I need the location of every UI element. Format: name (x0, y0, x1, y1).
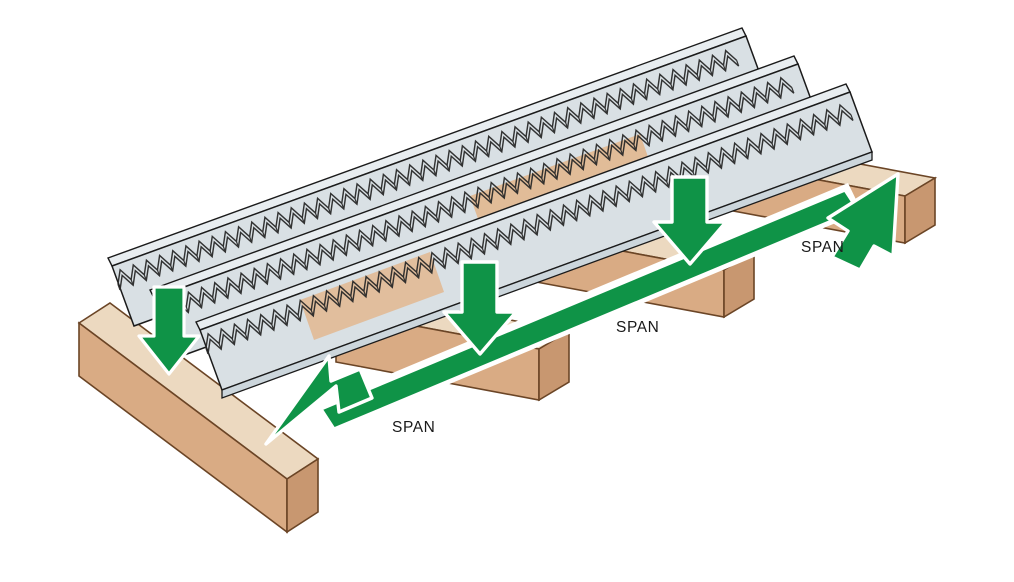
span-arrow-head-left (264, 354, 374, 446)
load-arrow-3 (652, 175, 728, 266)
span-label-right: SPAN (801, 239, 844, 256)
load-arrow-3-body (652, 175, 728, 266)
deck-panel-front (195, 83, 873, 399)
load-arrow-1-body (137, 285, 201, 376)
span-label-left: SPAN (392, 419, 435, 436)
joist-1-front-left (77, 302, 320, 534)
span-label-middle: SPAN (616, 319, 659, 336)
span-direction-arrow (264, 172, 900, 446)
deck-panel-front-joist-showthrough (300, 252, 444, 340)
deck-panel-back-truss (117, 49, 740, 291)
span-arrow-head-right (826, 172, 900, 272)
deck-panel-front-lower-lip (221, 151, 873, 399)
joist-1-end-cap (286, 457, 319, 534)
load-arrow-2-body (442, 260, 518, 356)
deck-panel-front-truss (205, 103, 854, 355)
joist-4-end-cap (904, 176, 936, 245)
load-arrow-1 (137, 285, 201, 376)
load-arrow-2 (442, 260, 518, 356)
